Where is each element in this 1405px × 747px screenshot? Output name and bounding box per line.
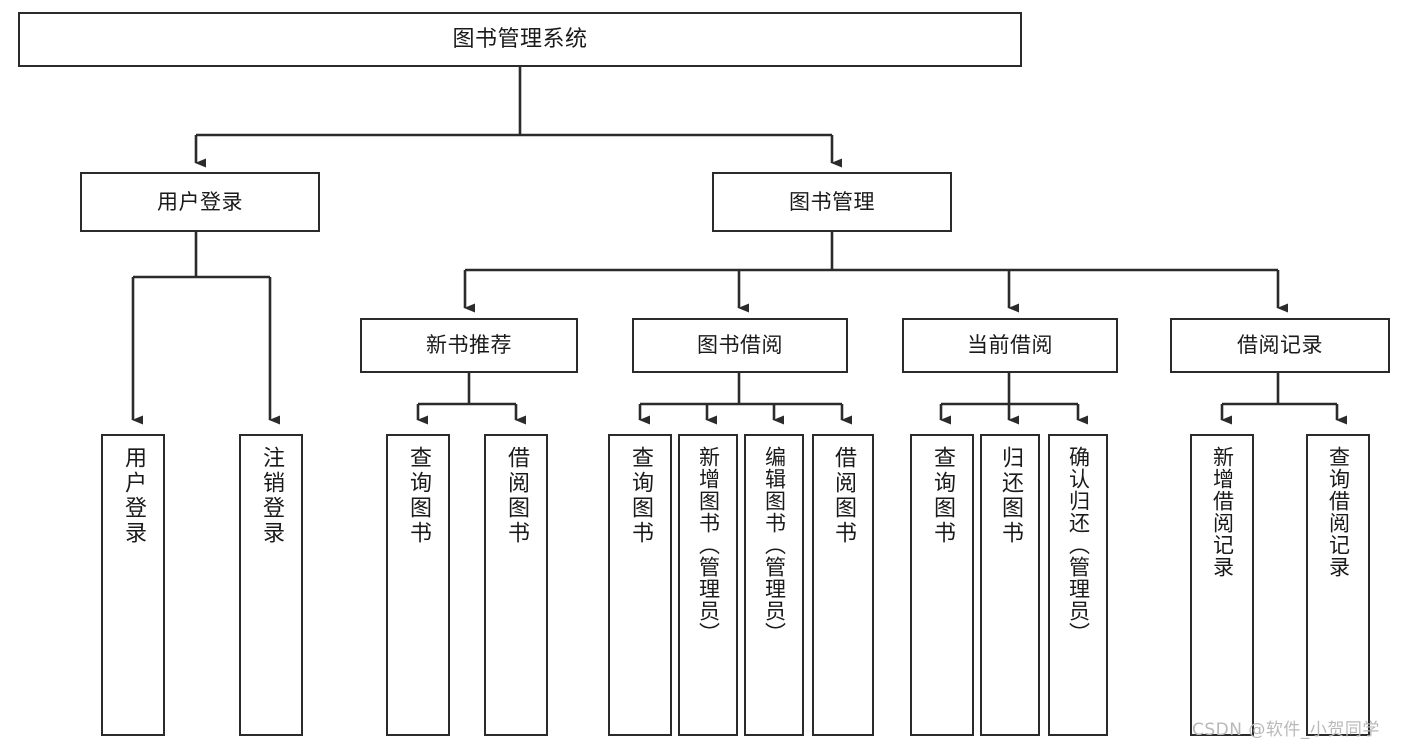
node-label: 查询图书: [406, 446, 431, 546]
node-label: 查询图书: [628, 446, 653, 546]
node-borrowing-records[interactable]: 借阅记录: [1170, 318, 1390, 373]
node-label: 借阅图书: [504, 446, 529, 546]
leaf-edit-book-admin[interactable]: 编辑图书（管理员）: [744, 434, 804, 736]
watermark-csdn: CSDN @软件_小贺同学: [1192, 720, 1380, 740]
node-label: 确认归还（管理员）: [1066, 446, 1091, 644]
node-root-book-management-system[interactable]: 图书管理系统: [18, 12, 1022, 67]
leaf-borrow-books-newbook[interactable]: 借阅图书: [484, 434, 548, 736]
leaf-logout[interactable]: 注销登录: [239, 434, 303, 736]
node-book-management[interactable]: 图书管理: [712, 172, 952, 232]
node-label: 新增借阅记录: [1210, 446, 1235, 578]
node-label: 当前借阅: [967, 333, 1053, 358]
node-label: 归还图书: [998, 446, 1023, 546]
leaf-query-borrow-record[interactable]: 查询借阅记录: [1306, 434, 1370, 736]
node-label: 图书管理: [789, 189, 875, 214]
node-label: 用户登录: [157, 189, 243, 214]
leaf-add-borrow-record[interactable]: 新增借阅记录: [1190, 434, 1254, 736]
node-label: 注销登录: [259, 446, 284, 546]
node-label: 新增图书（管理员）: [696, 446, 721, 644]
node-label: 查询图书: [930, 446, 955, 546]
leaf-user-login[interactable]: 用户登录: [101, 434, 165, 736]
node-label: 用户登录: [121, 446, 146, 546]
node-label: 借阅图书: [831, 446, 856, 546]
node-new-book-recommendation[interactable]: 新书推荐: [360, 318, 578, 373]
node-label: 查询借阅记录: [1326, 446, 1351, 578]
leaf-query-books-borrow[interactable]: 查询图书: [608, 434, 672, 736]
node-current-borrowing[interactable]: 当前借阅: [902, 318, 1118, 373]
node-book-borrowing[interactable]: 图书借阅: [632, 318, 848, 373]
leaf-borrow-books-borrow[interactable]: 借阅图书: [812, 434, 874, 736]
leaf-query-books-current[interactable]: 查询图书: [910, 434, 974, 736]
node-label: 图书借阅: [697, 333, 783, 358]
leaf-add-book-admin[interactable]: 新增图书（管理员）: [678, 434, 738, 736]
node-user-login[interactable]: 用户登录: [80, 172, 320, 232]
leaf-query-books-newbook[interactable]: 查询图书: [386, 434, 450, 736]
node-label: 编辑图书（管理员）: [762, 446, 787, 644]
leaf-confirm-return-admin[interactable]: 确认归还（管理员）: [1048, 434, 1108, 736]
node-label: 借阅记录: [1237, 333, 1323, 358]
node-label: 新书推荐: [426, 333, 512, 358]
leaf-return-books[interactable]: 归还图书: [980, 434, 1040, 736]
node-label: 图书管理系统: [452, 26, 588, 52]
